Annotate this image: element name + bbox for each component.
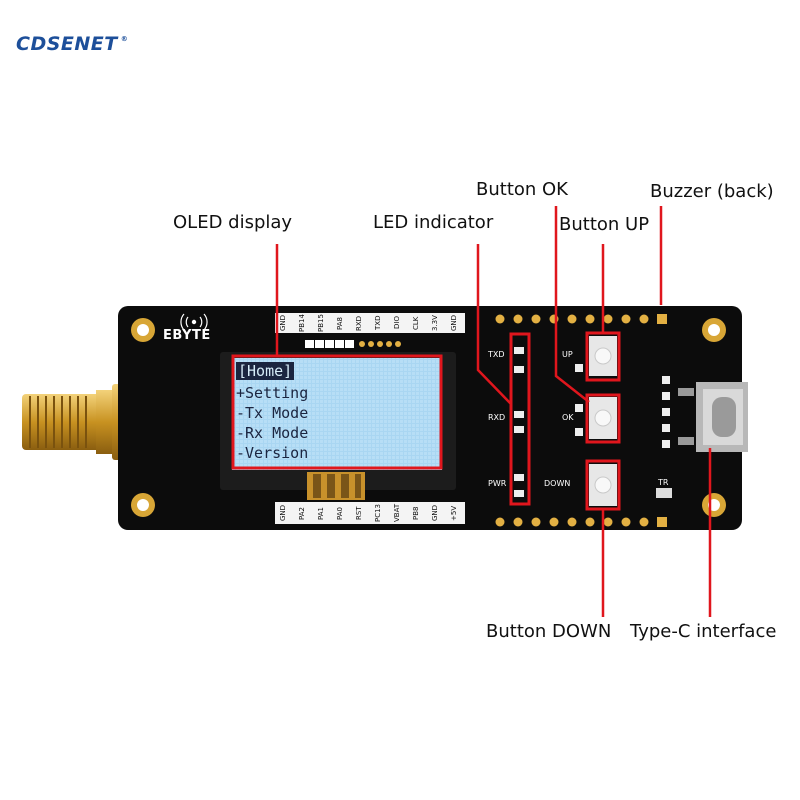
oled-menu-version: -Version <box>236 444 309 462</box>
brand-registered-mark: ® <box>120 35 129 43</box>
cert-icons <box>305 340 354 348</box>
led-label-pwr: PWR <box>488 479 507 488</box>
bottom-pin-label: GND <box>431 504 439 522</box>
button-label-up: UP <box>562 350 573 359</box>
bottom-pin-label: PB8 <box>412 506 420 520</box>
pad-dots <box>359 341 401 347</box>
callout-led-indicator: LED indicator <box>373 212 494 233</box>
bottom-pin-label: PA2 <box>298 506 306 520</box>
tactile-buttons <box>589 336 617 506</box>
oled-menu-setting: +Setting <box>236 384 309 402</box>
led-label-txd: TXD <box>488 350 505 359</box>
bottom-pin-label: PC13 <box>374 503 382 523</box>
top-pin-label: PA8 <box>336 316 344 330</box>
top-pin-label: GND <box>450 314 458 332</box>
callout-button-up: Button UP <box>559 214 650 235</box>
led-highlight-box <box>509 332 531 506</box>
gold-pads-bottom <box>495 517 667 527</box>
callout-lines <box>275 206 712 617</box>
button-ok-highlight-box <box>585 393 621 444</box>
bottom-pin-label: RST <box>355 506 363 520</box>
oled-module <box>220 352 456 500</box>
top-pin-header <box>275 313 465 333</box>
bottom-pin-label: PA0 <box>336 506 344 520</box>
ebyte-logo-icon <box>180 313 208 331</box>
top-pin-label: 3.3V <box>431 315 439 331</box>
mounting-holes <box>131 318 726 517</box>
top-pin-label: TXD <box>374 315 382 331</box>
bottom-pin-header <box>275 502 465 524</box>
top-pin-label: RXD <box>355 315 363 331</box>
callout-button-ok: Button OK <box>476 179 568 200</box>
button-label-down: DOWN <box>544 479 571 488</box>
top-pin-label: CLK <box>412 316 420 330</box>
top-pin-label: DIO <box>393 316 401 330</box>
top-pin-label: PB15 <box>317 314 325 332</box>
oled-highlight-box <box>231 354 443 470</box>
callout-buzzer: Buzzer (back) <box>650 181 774 202</box>
bottom-pin-label: GND <box>279 504 287 522</box>
button-side-pads <box>575 364 583 436</box>
top-pin-label: PB14 <box>298 314 306 332</box>
callout-oled-display: OLED display <box>173 212 293 233</box>
bottom-pin-label: PA1 <box>317 506 325 520</box>
callout-button-down: Button DOWN <box>486 621 612 642</box>
brand-logo: CDSENET® <box>16 33 128 55</box>
callout-type-c: Type-C interface <box>630 621 777 642</box>
type-c-connector <box>656 376 748 498</box>
oled-menu-rx-mode: -Rx Mode <box>236 424 309 442</box>
bottom-pin-label: VBAT <box>393 503 401 523</box>
button-label-ok: OK <box>562 413 574 422</box>
led-label-rxd: RXD <box>488 413 506 422</box>
switch-label-tr: TR <box>658 478 669 487</box>
led-indicators <box>514 347 524 497</box>
bottom-pin-label: +5V <box>450 505 458 521</box>
top-pin-label: GND <box>279 314 287 332</box>
board-logo-text: EBYTE <box>163 328 211 343</box>
oled-menu-tx-mode: -Tx Mode <box>236 404 309 422</box>
oled-menu-home: [Home] <box>236 362 295 380</box>
brand-name: CDSENET <box>16 33 118 55</box>
